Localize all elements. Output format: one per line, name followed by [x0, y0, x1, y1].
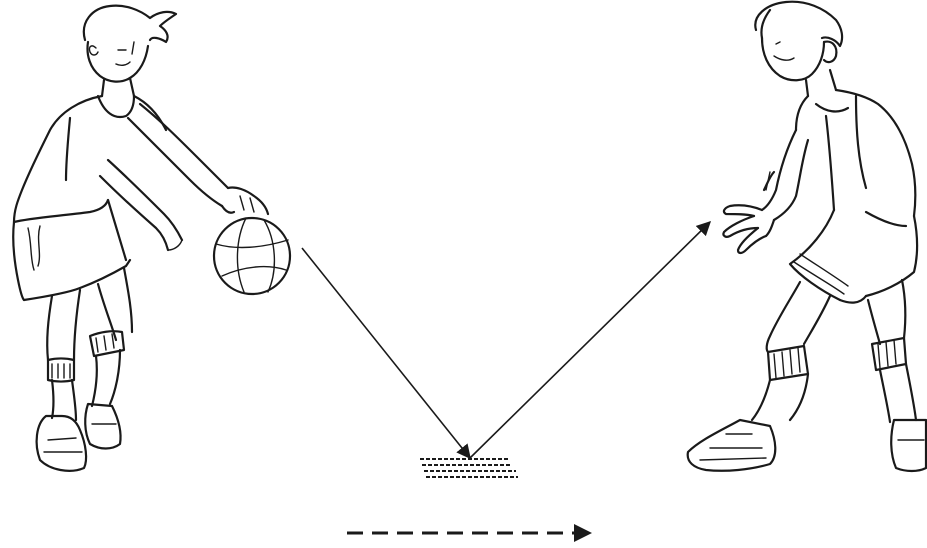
passer-player-icon: [12, 4, 270, 472]
receiver-player-icon: [686, 0, 927, 473]
bounce-mark-icon: [420, 458, 518, 478]
bounce-pass-path: [301, 220, 712, 460]
basketball-icon: [212, 216, 292, 296]
direction-arrow-icon: [347, 524, 592, 542]
